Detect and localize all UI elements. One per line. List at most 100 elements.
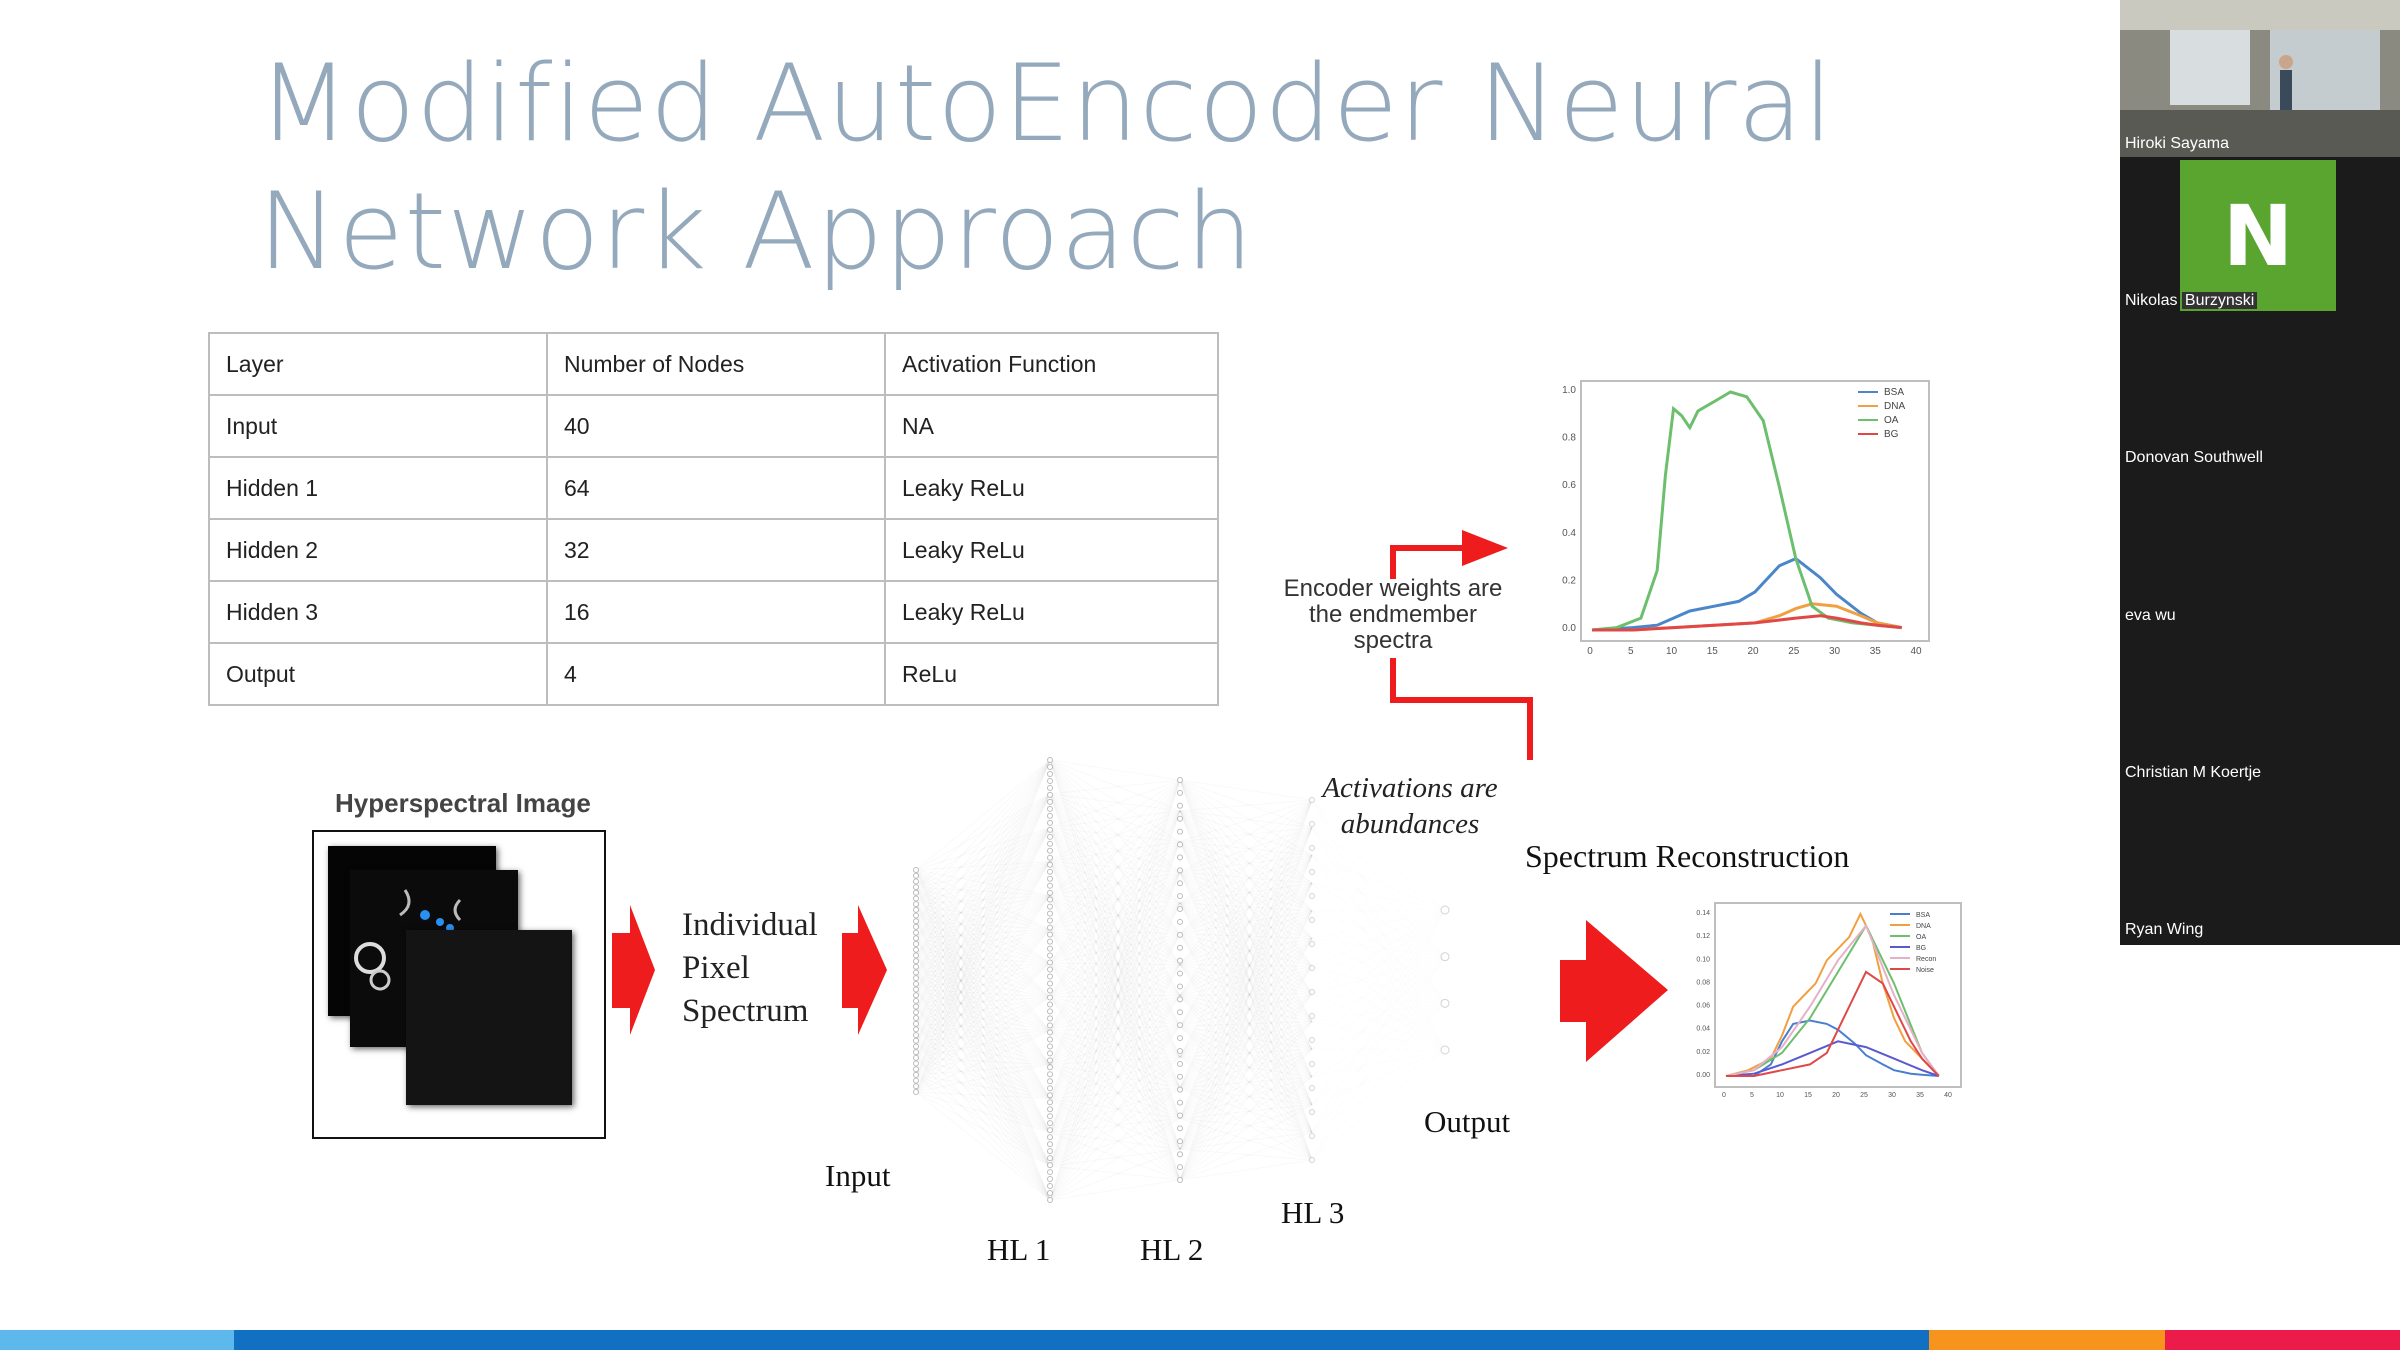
- slide: Modified AutoEncoder Neural Network Appr…: [208, 42, 1962, 1267]
- network-edge: [915, 996, 1051, 1008]
- network-node: [1047, 875, 1053, 882]
- x-tick-label: 35: [1916, 1092, 1924, 1099]
- network-node: [1309, 965, 1315, 971]
- network-node: [1177, 777, 1183, 783]
- network-edge: [915, 793, 1051, 990]
- network-edge: [915, 996, 1051, 1059]
- network-edge: [1179, 902, 1313, 1078]
- network-edge: [1179, 964, 1313, 1161]
- network-edge: [1049, 861, 1181, 904]
- network-edge: [915, 793, 1051, 905]
- network-edge: [1049, 964, 1181, 1032]
- participant-tile[interactable]: Donovan Southwell: [2120, 314, 2400, 471]
- network-edge: [1179, 841, 1313, 884]
- network-edge: [1049, 759, 1181, 781]
- network-edge: [915, 1091, 1051, 1167]
- network-edge: [1179, 910, 1313, 1058]
- network-edge: [1049, 1056, 1181, 1133]
- network-edge: [1179, 910, 1313, 1088]
- network-node: [913, 1071, 919, 1078]
- network-edge: [1049, 1097, 1181, 1150]
- participant-name: Donovan Southwell: [2125, 449, 2263, 466]
- participant-tile[interactable]: Christian M Koertje: [2120, 629, 2400, 786]
- network-node: [913, 958, 919, 965]
- network-edge: [1049, 759, 1181, 1150]
- network-edge: [1049, 810, 1181, 1099]
- network-edge: [1049, 779, 1181, 930]
- network-node: [1047, 791, 1053, 798]
- pixel-label-line: Pixel: [682, 950, 750, 986]
- network-node: [1047, 1155, 1053, 1162]
- network-edge: [1179, 779, 1313, 1133]
- series-line: [1726, 970, 1940, 1077]
- network-edge: [915, 759, 1051, 1076]
- network-edge: [1049, 793, 1181, 1027]
- x-tick-label: 35: [1870, 646, 1882, 657]
- network-edge: [1049, 1087, 1181, 1201]
- network-edge: [1179, 1056, 1313, 1161]
- network-edge: [915, 759, 1051, 905]
- network-edge: [915, 1091, 1051, 1133]
- network-node: [1177, 996, 1183, 1003]
- network-edge: [1179, 1117, 1313, 1133]
- network-edge: [1179, 872, 1313, 1078]
- network-edge: [1179, 779, 1313, 1161]
- participants-panel[interactable]: Hiroki Sayama N Nikolas Burzynski Donova…: [2120, 0, 2400, 945]
- network-edge: [1049, 894, 1181, 935]
- network-edge: [915, 759, 1051, 990]
- network-edge: [1179, 855, 1313, 1027]
- network-edge: [1179, 1048, 1313, 1119]
- x-tick-label: 0: [1722, 1092, 1726, 1099]
- participant-tile[interactable]: N Nikolas Burzynski: [2120, 157, 2400, 314]
- network-edge: [1179, 964, 1313, 967]
- network-edge: [1179, 779, 1313, 912]
- participant-name: Ryan Wing: [2125, 921, 2204, 938]
- network-edge: [1049, 994, 1181, 1066]
- network-edge: [915, 938, 1051, 1133]
- network-edge: [915, 759, 1051, 1059]
- network-node: [1177, 970, 1183, 977]
- network-edge: [915, 793, 1051, 1042]
- network-edge: [1179, 882, 1313, 1150]
- network-edge: [1312, 800, 1445, 957]
- network-edge: [1049, 861, 1181, 1058]
- network-edge: [915, 962, 1051, 1076]
- table-cell: Input: [208, 394, 548, 458]
- network-edge: [915, 1023, 1051, 1099]
- network-node: [1440, 1045, 1450, 1055]
- network-edge: [915, 861, 1051, 990]
- network-edge: [1179, 965, 1313, 1027]
- participant-tile[interactable]: Hiroki Sayama: [2120, 0, 2400, 157]
- network-edge: [1179, 1076, 1313, 1181]
- input-layer-label: Input: [825, 1158, 891, 1193]
- network-edge: [1049, 779, 1181, 964]
- network-edge: [1049, 827, 1181, 965]
- network-edge: [915, 920, 1051, 930]
- participant-tile[interactable]: eva wu: [2120, 472, 2400, 629]
- participant-tile[interactable]: Ryan Wing: [2120, 786, 2400, 943]
- network-node: [1047, 1008, 1053, 1015]
- network-edge: [1049, 933, 1181, 1065]
- network-edge: [1179, 854, 1313, 935]
- network-edge: [1179, 799, 1313, 1119]
- network-node: [1177, 828, 1183, 835]
- y-tick-label: 0.14: [1696, 910, 1710, 917]
- network-edge: [915, 886, 1051, 1133]
- network-edge: [915, 962, 1051, 1059]
- network-edge: [1179, 841, 1313, 1078]
- hyperspectral-label: Hyperspectral Image: [335, 788, 591, 818]
- network-edge: [915, 1091, 1051, 1201]
- network-edge: [1179, 810, 1313, 1105]
- network-edge: [1179, 938, 1313, 1119]
- network-edge: [915, 869, 1051, 1065]
- y-tick-label: 0.08: [1696, 979, 1710, 986]
- network-edge: [1179, 827, 1313, 904]
- network-edge: [1179, 902, 1313, 1161]
- network-edge: [1179, 1087, 1313, 1161]
- network-edge: [1179, 882, 1313, 1088]
- network-edge: [1179, 855, 1313, 1119]
- table-row: Input 40 NA: [208, 394, 1219, 458]
- network-edge: [915, 1091, 1051, 1099]
- network-edge: [1049, 1098, 1181, 1181]
- network-edge: [915, 928, 1051, 1025]
